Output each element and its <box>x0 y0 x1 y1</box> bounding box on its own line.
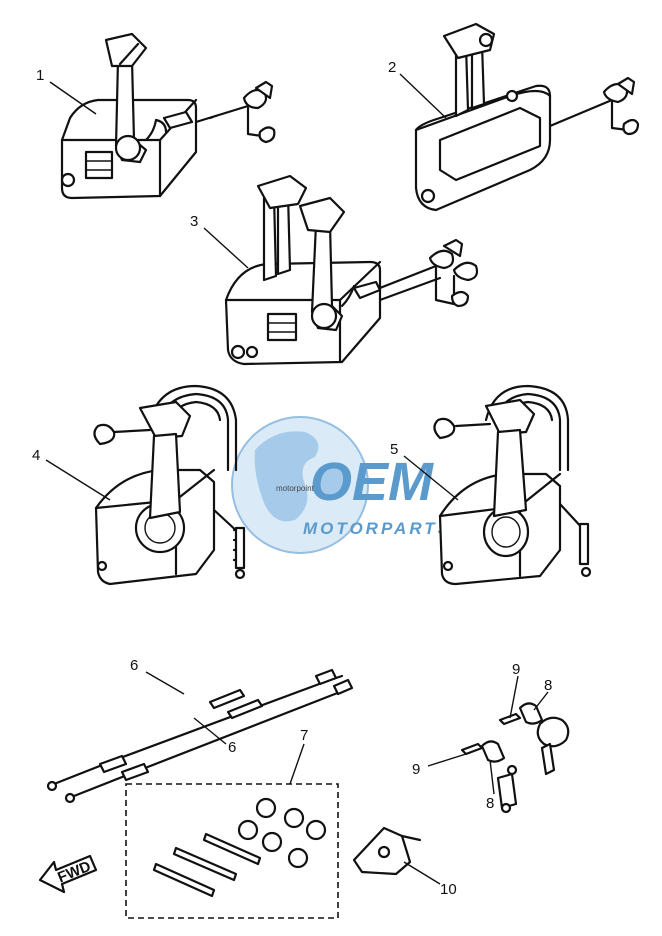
watermark-small: motorpoint <box>276 484 315 493</box>
callout-9a: 9 <box>512 661 520 678</box>
leader-6b <box>193 717 227 745</box>
fwd-arrow-icon <box>38 854 98 894</box>
leader-9a <box>509 675 519 719</box>
leader-7 <box>289 743 305 785</box>
callout-2: 2 <box>388 59 396 76</box>
leader-1 <box>49 81 97 115</box>
leader-8b <box>489 759 495 795</box>
watermark-brand: OEM <box>310 452 434 512</box>
part-2-remote-control-box <box>414 22 640 212</box>
callout-10: 10 <box>440 881 457 898</box>
part-10-bracket <box>352 826 422 876</box>
part-6-cables <box>46 668 354 804</box>
callout-1: 1 <box>36 67 44 84</box>
fwd-label: FWD <box>55 858 93 887</box>
callout-3: 3 <box>190 213 198 230</box>
callout-8a: 8 <box>544 677 552 694</box>
leader-3 <box>203 227 249 269</box>
leader-4 <box>45 459 111 501</box>
leader-10 <box>403 861 441 885</box>
callout-6b: 6 <box>228 739 236 756</box>
leader-9b <box>427 753 467 767</box>
part-3-remote-control-box <box>224 174 479 366</box>
leader-2 <box>399 73 447 119</box>
leader-5 <box>403 455 459 501</box>
callout-5: 5 <box>390 441 398 458</box>
part-7-kit <box>125 783 339 919</box>
callout-9b: 9 <box>412 761 420 778</box>
part-1-remote-control-box <box>60 32 276 200</box>
callout-7: 7 <box>300 727 308 744</box>
part-4-remote-control <box>93 384 246 586</box>
kit-dashed-box <box>125 783 339 919</box>
leader-8a <box>533 691 549 711</box>
watermark-globe-land <box>254 431 319 522</box>
callout-6a: 6 <box>130 657 138 674</box>
leader-lines <box>45 73 549 885</box>
callout-numbers: 1 2 3 4 5 6 6 7 8 8 9 9 10 <box>32 59 552 898</box>
fwd-arrow: FWD <box>38 854 98 894</box>
callout-4: 4 <box>32 447 40 464</box>
part-8-9-brackets <box>460 702 570 814</box>
callout-8b: 8 <box>486 795 494 812</box>
watermark: OEM MOTORPARTS motorpoint <box>231 416 452 554</box>
part-5-remote-control <box>433 384 592 586</box>
leader-6a <box>145 671 185 695</box>
watermark-sub: MOTORPARTS <box>303 519 452 538</box>
